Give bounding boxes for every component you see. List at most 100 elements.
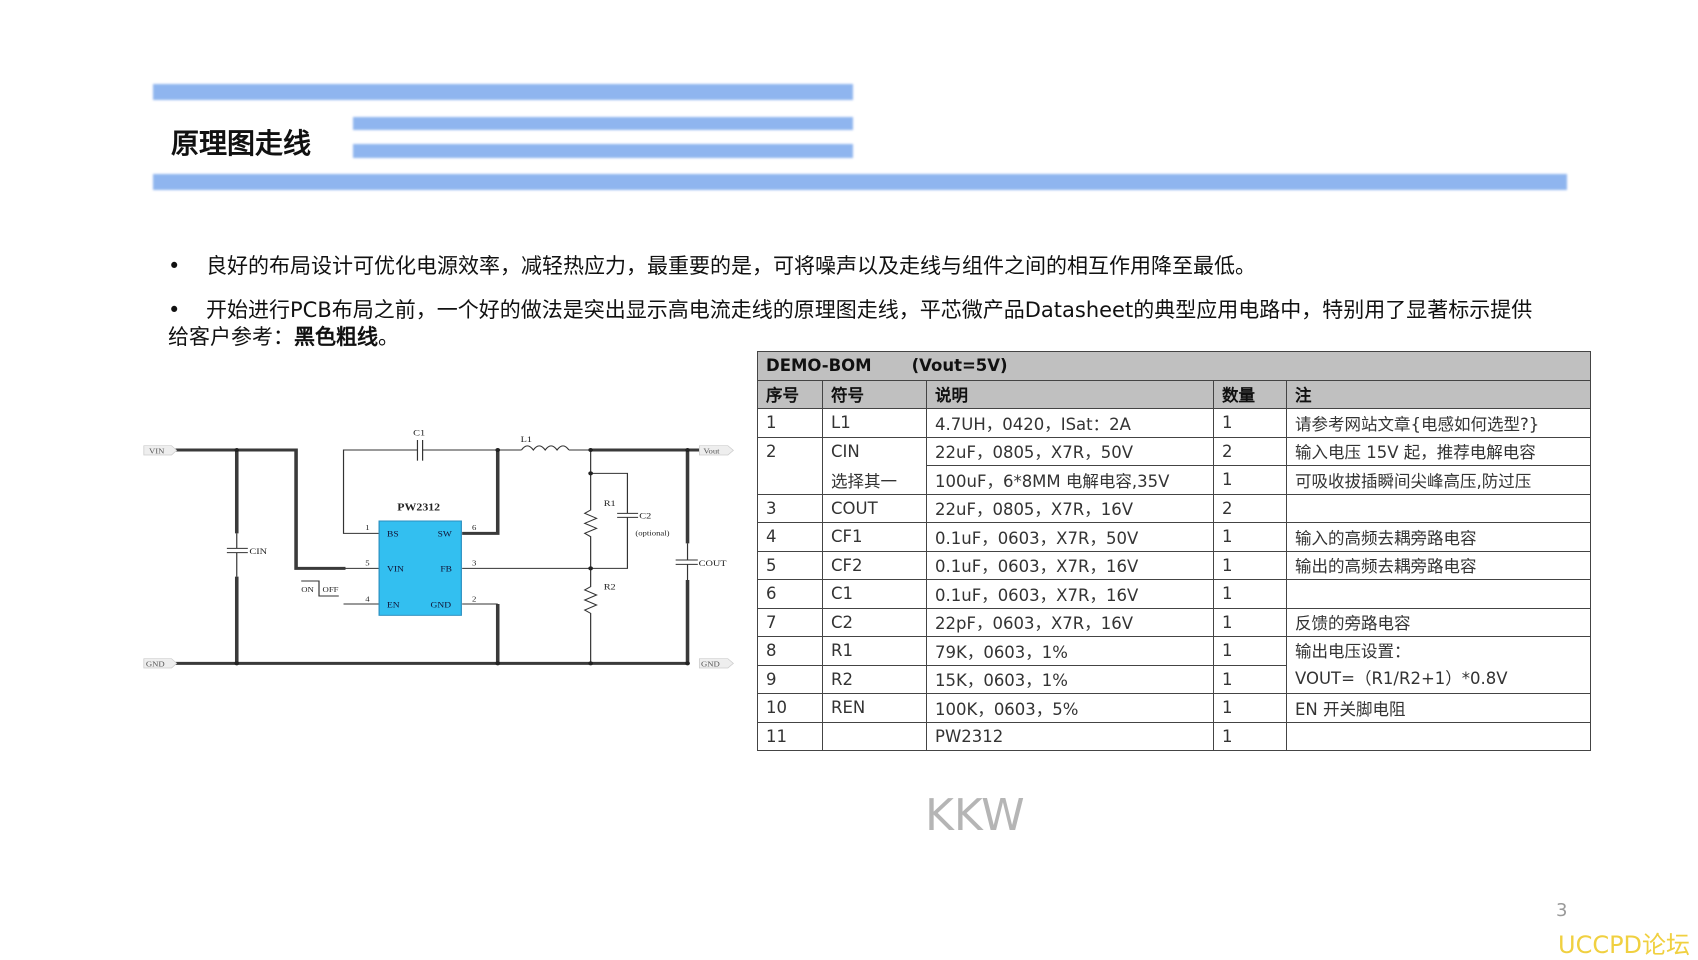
on-label: ON (301, 586, 314, 594)
column-header: 数量 (1213, 379, 1287, 409)
c2-label: C2 (639, 512, 651, 521)
table-cell-desc: 0.1uF，0603，X7R，50V (926, 522, 1214, 552)
table-cell-note: VOUT=（R1/R2+1）*0.8V (1295, 669, 1508, 688)
bom-header-row: 序号 符号 说明 数量 注 (757, 379, 1591, 409)
bullet-2: •开始进行PCB布局之前，一个好的做法是突出显示高电流走线的原理图走线，平芯微产… (168, 298, 1533, 349)
pin-label: BS (387, 529, 399, 538)
decor-bar (353, 144, 853, 158)
schematic-diagram: VIN GND Vout GND PW2312 C1 L1 CIN COUT R… (143, 429, 734, 669)
table-cell-qty: 1 (1213, 693, 1287, 723)
table-cell-no: 6 (757, 579, 823, 609)
table-cell-qty: 1 (1213, 550, 1287, 580)
table-cell-qty: 1 (1213, 664, 1287, 694)
c1-label: C1 (413, 429, 425, 438)
table-cell-sym: R1 (822, 636, 927, 666)
table-cell-desc: 4.7UH，0420，ISat：2A (926, 408, 1214, 438)
r1-label: R1 (604, 500, 616, 509)
bullet-end: 。 (378, 325, 399, 349)
pin-number: 1 (365, 524, 369, 532)
pin-number: 6 (472, 524, 476, 532)
cin-label: CIN (249, 548, 267, 557)
vout-label: Vout (703, 447, 720, 455)
cout-label: COUT (699, 560, 727, 569)
table-cell-qty: 1 (1213, 579, 1287, 609)
pin-label: EN (387, 600, 400, 609)
table-cell-desc: 79K，0603，1% (926, 636, 1214, 666)
table-cell-qty: 1 (1213, 522, 1287, 552)
bullet-text: 良好的布局设计可优化电源效率，减轻热应力，最重要的是，可将噪声以及走线与组件之间… (206, 254, 1256, 278)
decor-bar (153, 174, 1567, 190)
decor-bar (353, 117, 853, 130)
page-number: 3 (1556, 900, 1568, 921)
pin-label: VIN (387, 564, 405, 573)
pin-label: FB (440, 564, 452, 573)
ic-body (378, 520, 462, 616)
pin-number: 4 (365, 595, 369, 603)
table-cell-no: 5 (757, 550, 823, 580)
pin-label: SW (438, 529, 453, 538)
table-cell-note (1286, 493, 1591, 523)
table-cell-no: 1 (757, 408, 823, 438)
table-cell-no: 3 (757, 493, 823, 523)
table-cell-sym: C2 (822, 607, 927, 637)
table-cell-note: 可吸收拔插瞬间尖峰高压,防过压 (1286, 465, 1591, 495)
table-cell-sym (822, 721, 927, 751)
table-cell-no: 4 (757, 522, 823, 552)
off-label: OFF (323, 586, 340, 594)
table-cell-qty: 1 (1213, 408, 1287, 438)
bullet-text: 开始进行PCB布局之前，一个好的做法是突出显示高电流走线的原理图走线，平芯微产品… (168, 298, 1533, 349)
bom-title: DEMO-BOM (766, 356, 872, 376)
watermark: KKW (925, 790, 1025, 841)
table-cell-qty: 1 (1213, 465, 1287, 495)
gnd-label: GND (701, 660, 720, 668)
table-cell-qty: 1 (1213, 607, 1287, 637)
gnd-label: GND (146, 660, 165, 668)
bom-title-row: DEMO-BOM (Vout=5V) (757, 351, 1591, 381)
table-cell-sym: C1 (822, 579, 927, 609)
column-header: 说明 (926, 379, 1214, 409)
column-header: 序号 (757, 379, 823, 409)
vin-label: VIN (149, 447, 165, 455)
table-cell-sym: R2 (822, 664, 927, 694)
logo: UCCPD论坛 (1558, 931, 1691, 959)
pin-number: 5 (365, 559, 369, 567)
table-cell-note: 反馈的旁路电容 (1286, 607, 1591, 637)
table-cell-note: 输出的高频去耦旁路电容 (1286, 550, 1591, 580)
table-cell-sym: CIN (822, 436, 927, 466)
table-cell-sym: L1 (822, 408, 927, 438)
table-cell-desc: 22uF，0805，X7R，16V (926, 493, 1214, 523)
table-cell-note (1286, 721, 1591, 751)
table-cell-no: 9 (757, 664, 823, 694)
table-cell-no: 2 (757, 436, 823, 466)
table-cell-note: 输入电压 15V 起，推荐电解电容 (1286, 436, 1591, 466)
table-cell-sym: COUT (822, 493, 927, 523)
table-cell-note: 输出电压设置： (1295, 642, 1411, 661)
bom-subtitle: (Vout=5V) (911, 356, 1008, 376)
table-cell-qty: 2 (1213, 493, 1287, 523)
ic-name: PW2312 (397, 502, 440, 513)
l1-label: L1 (521, 436, 533, 445)
page-title: 原理图走线 (171, 127, 312, 160)
table-cell-desc: 15K，0603，1% (926, 664, 1214, 694)
table-cell-sym: REN (822, 693, 927, 723)
table-cell-qty: 1 (1213, 721, 1287, 751)
table-cell-no: 10 (757, 693, 823, 723)
bullet-bold-text: 黑色粗线 (294, 325, 378, 349)
table-cell-desc: 0.1uF，0603，X7R，16V (926, 550, 1214, 580)
table-cell-qty: 2 (1213, 436, 1287, 466)
pin-label: GND (431, 600, 452, 609)
table-cell-note: EN 开关脚电阻 (1286, 693, 1591, 723)
pin-number: 3 (472, 559, 476, 567)
c2-note: (optional) (635, 529, 670, 537)
r2-label: R2 (604, 583, 616, 592)
